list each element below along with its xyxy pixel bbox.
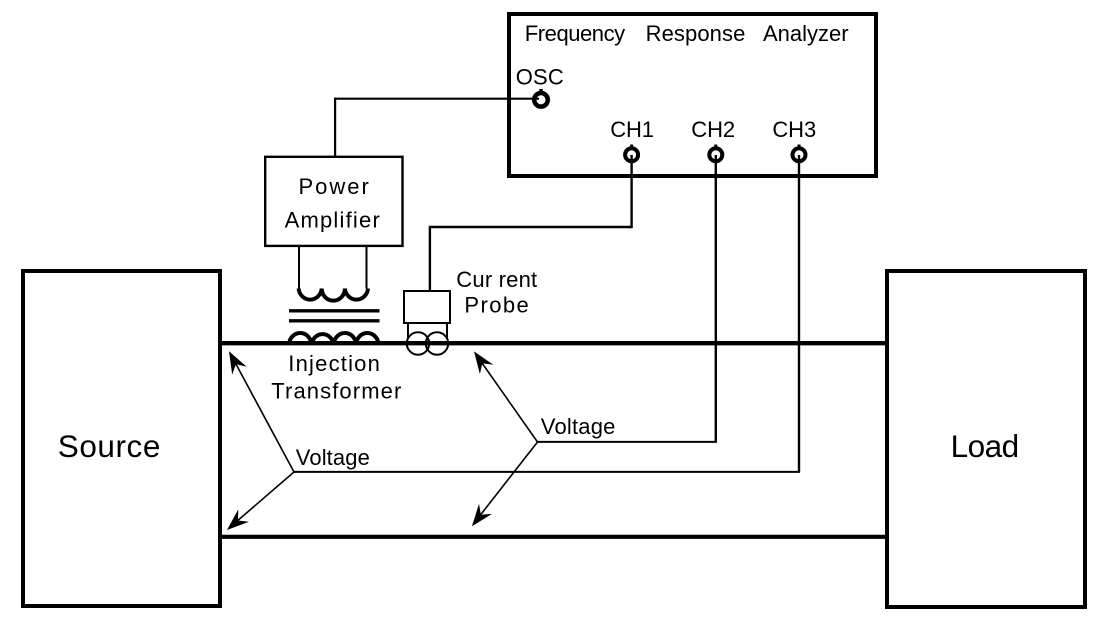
svg-text:Voltage: Voltage — [296, 445, 370, 470]
svg-text:CH2: CH2 — [691, 117, 735, 142]
svg-text:OSC: OSC — [516, 64, 564, 89]
svg-text:Cur rent: Cur rent — [456, 267, 537, 292]
svg-text:Injection: Injection — [288, 351, 381, 376]
svg-text:Amplifier: Amplifier — [285, 208, 381, 233]
svg-text:CH3: CH3 — [772, 117, 816, 142]
svg-text:Load: Load — [951, 428, 1019, 464]
svg-text:CH1: CH1 — [610, 117, 654, 142]
svg-text:Transformer: Transformer — [271, 379, 402, 404]
svg-text:Frequency: Frequency — [525, 21, 625, 46]
svg-text:Source: Source — [58, 428, 161, 464]
svg-text:Probe: Probe — [464, 293, 530, 318]
svg-text:Voltage: Voltage — [541, 414, 616, 439]
svg-text:Response: Response — [646, 21, 746, 46]
svg-text:Power: Power — [299, 174, 371, 199]
svg-text:Analyzer: Analyzer — [763, 21, 849, 46]
